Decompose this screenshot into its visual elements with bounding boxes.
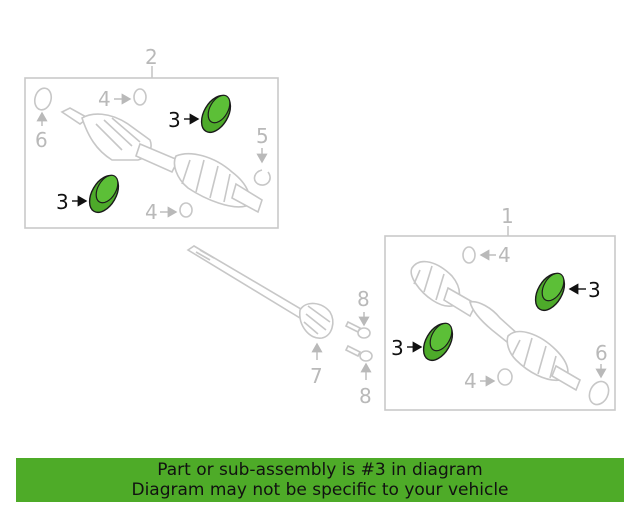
axle-shaft-lower (410, 260, 581, 392)
part-4-ring-upper-a (133, 88, 147, 106)
callout-4-upper-a: 4 (98, 87, 111, 111)
assembly-1-group: 1 4 4 6 3 (384, 204, 616, 411)
axle-shaft-upper (60, 107, 263, 214)
banner-line-2: Diagram may not be specific to your vehi… (131, 480, 509, 500)
callout-6-upper: 6 (35, 128, 48, 152)
callout-5: 5 (256, 124, 269, 148)
banner-line-1: Part or sub-assembly is #3 in diagram (157, 460, 483, 480)
callout-3-upper-b: 3 (56, 190, 69, 214)
assembly-1-box (384, 235, 616, 411)
callout-6-lower: 6 (595, 341, 608, 365)
callout-1: 1 (501, 204, 514, 228)
part-3-boot-clamp-upper-a (200, 94, 232, 134)
part-3-boot-clamp-lower-a (534, 272, 566, 312)
callout-2: 2 (145, 45, 158, 69)
part-3-boot-clamp-upper-b (88, 174, 120, 214)
callout-8-upper: 8 (357, 287, 370, 311)
part-4-ring-lower-a (462, 246, 476, 264)
callout-3-upper-a: 3 (168, 108, 181, 132)
part-8-bolt-lower (344, 344, 373, 362)
callout-7: 7 (310, 364, 323, 388)
part-5-clip (253, 169, 271, 186)
parts-diagram: 2 6 4 4 5 3 (24, 45, 616, 411)
callout-4-upper-b: 4 (145, 200, 158, 224)
part-3-boot-clamp-lower-b (422, 322, 454, 362)
part-4-ring-lower-b (497, 368, 513, 386)
callout-4-lower-b: 4 (464, 369, 477, 393)
callout-4-lower-a: 4 (498, 243, 511, 267)
info-banner: Part or sub-assembly is #3 in diagram Di… (16, 458, 624, 502)
part-6-disc-upper (33, 87, 53, 111)
callout-8-lower: 8 (359, 384, 372, 408)
callout-3-lower-a: 3 (588, 278, 601, 302)
part-4-ring-upper-b (179, 202, 193, 218)
part-8-bolt-upper (344, 320, 371, 339)
intermediate-shaft-group: 7 8 8 (186, 245, 373, 408)
assembly-2-group: 2 6 4 4 5 3 (24, 45, 279, 229)
part-6-disc-lower (588, 380, 610, 406)
callout-3-lower-b: 3 (391, 336, 404, 360)
